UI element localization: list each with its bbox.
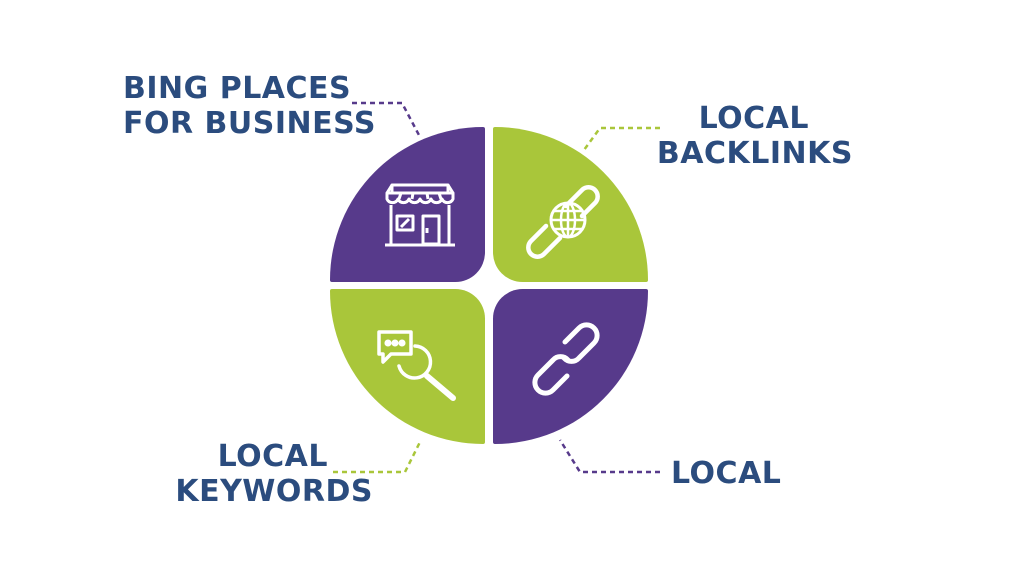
label-line: LOCAL [698, 101, 809, 136]
connector-backlinks [582, 126, 660, 151]
label-line: FOR BUSINESS [123, 106, 377, 141]
label-local-keywords: LOCAL KEYWORDS [165, 439, 373, 509]
label-line: LOCAL [217, 439, 328, 474]
storefront-icon [385, 183, 455, 247]
label-line: KEYWORDS [175, 474, 373, 509]
connector-bing [352, 101, 422, 138]
link-globe-icon [526, 185, 600, 259]
connector-local [558, 439, 660, 474]
connector-keywords [333, 439, 423, 474]
label-line: LOCAL [671, 456, 782, 491]
label-bing-places: BING PLACES FOR BUSINESS [123, 71, 376, 141]
label-local: LOCAL [671, 456, 781, 491]
label-local-backlinks: LOCAL BACKLINKS [645, 101, 853, 171]
label-line: BACKLINKS [656, 136, 853, 171]
label-line: BING PLACES [123, 71, 352, 106]
chain-link-icon [532, 322, 600, 396]
chat-search-icon [377, 330, 456, 401]
